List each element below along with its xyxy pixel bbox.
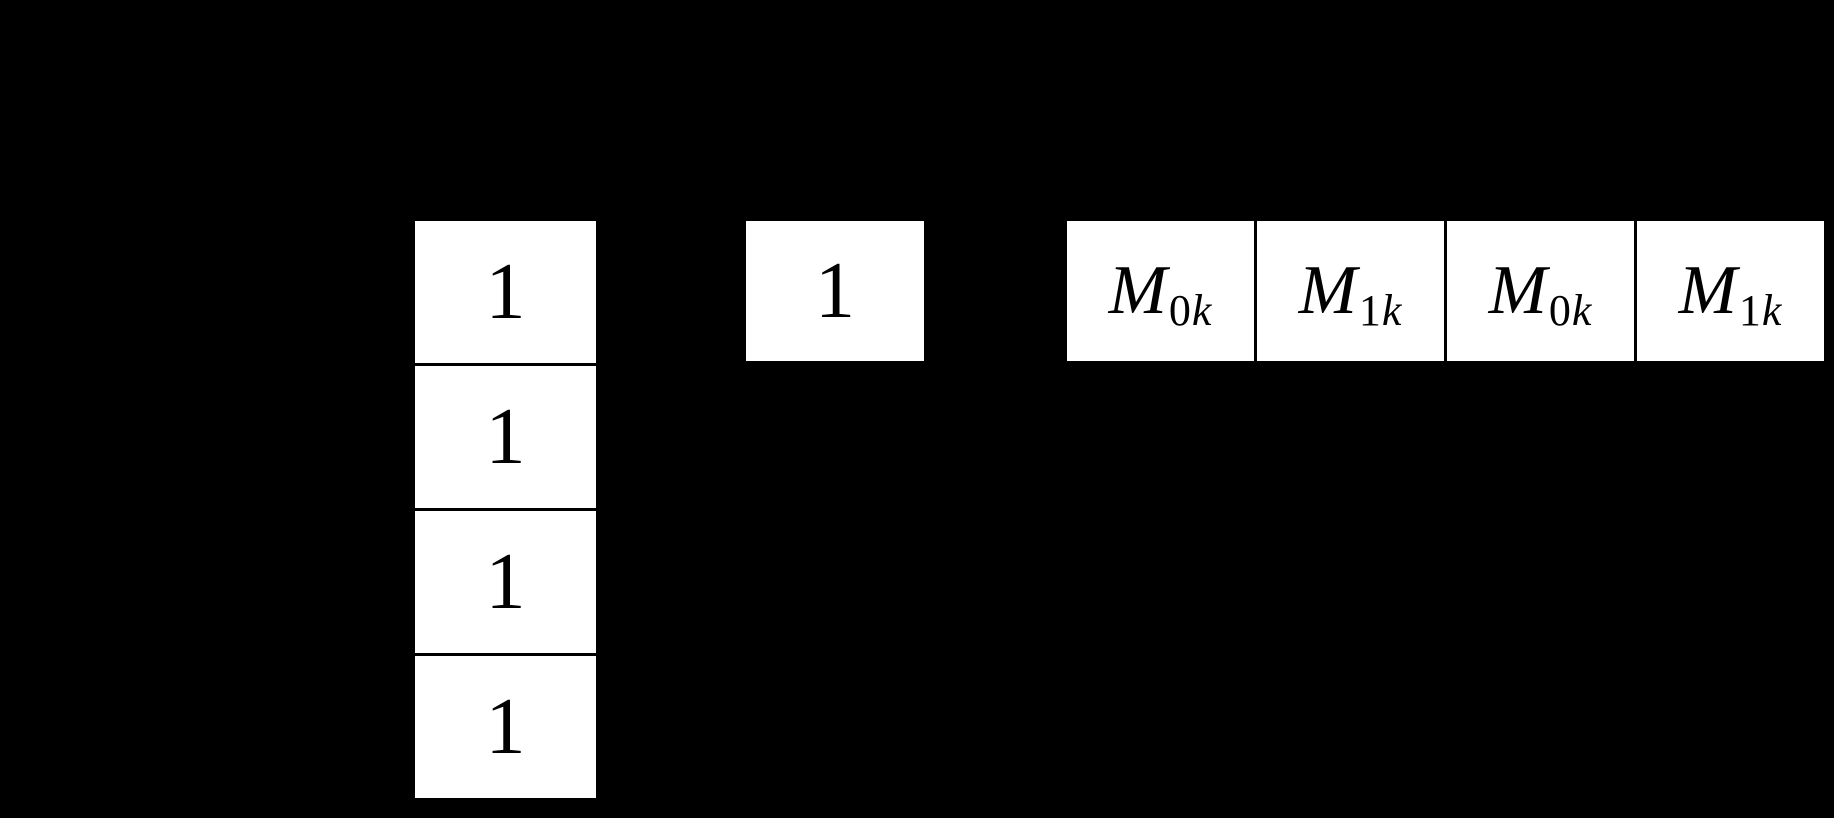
cell-value: 1 bbox=[485, 683, 526, 771]
vector-cell: M1k bbox=[1254, 218, 1447, 364]
single-one-cell: 1 bbox=[743, 218, 927, 364]
m-symbol: M bbox=[1678, 252, 1737, 329]
m-subscript: 1k bbox=[1359, 286, 1403, 335]
vector-cell: M1k bbox=[1634, 218, 1827, 364]
subscript-digit: 0 bbox=[1168, 286, 1192, 336]
m-subscript: 1k bbox=[1739, 286, 1783, 335]
vector-cell: 1 bbox=[412, 653, 599, 801]
cell-value: 1 bbox=[815, 247, 855, 335]
cell-value: 1 bbox=[485, 248, 526, 336]
cell-value: 1 bbox=[485, 538, 526, 626]
vector-cell: 1 bbox=[412, 218, 599, 366]
math-label: M0k bbox=[1489, 256, 1593, 333]
subscript-variable: k bbox=[1571, 286, 1593, 336]
math-label: M1k bbox=[1679, 256, 1783, 333]
subscript-digit: 1 bbox=[1738, 286, 1762, 336]
vector-cell: M0k bbox=[1064, 218, 1257, 364]
subscript-variable: k bbox=[1761, 286, 1783, 336]
vector-cell: 1 bbox=[412, 508, 599, 656]
m-row-vector: M0k M1k M0k M1k bbox=[1064, 218, 1827, 364]
math-label: M0k bbox=[1109, 256, 1213, 333]
cell-value: 1 bbox=[485, 393, 526, 481]
subscript-digit: 1 bbox=[1358, 286, 1382, 336]
m-subscript: 0k bbox=[1549, 286, 1593, 335]
vector-cell: 1 bbox=[412, 363, 599, 511]
subscript-variable: k bbox=[1191, 286, 1213, 336]
m-subscript: 0k bbox=[1169, 286, 1213, 335]
m-symbol: M bbox=[1298, 252, 1357, 329]
subscript-digit: 0 bbox=[1548, 286, 1572, 336]
m-symbol: M bbox=[1108, 252, 1167, 329]
subscript-variable: k bbox=[1381, 286, 1403, 336]
ones-column-vector: 1 1 1 1 bbox=[412, 218, 599, 801]
vector-cell: M0k bbox=[1444, 218, 1637, 364]
math-label: M1k bbox=[1299, 256, 1403, 333]
m-symbol: M bbox=[1488, 252, 1547, 329]
